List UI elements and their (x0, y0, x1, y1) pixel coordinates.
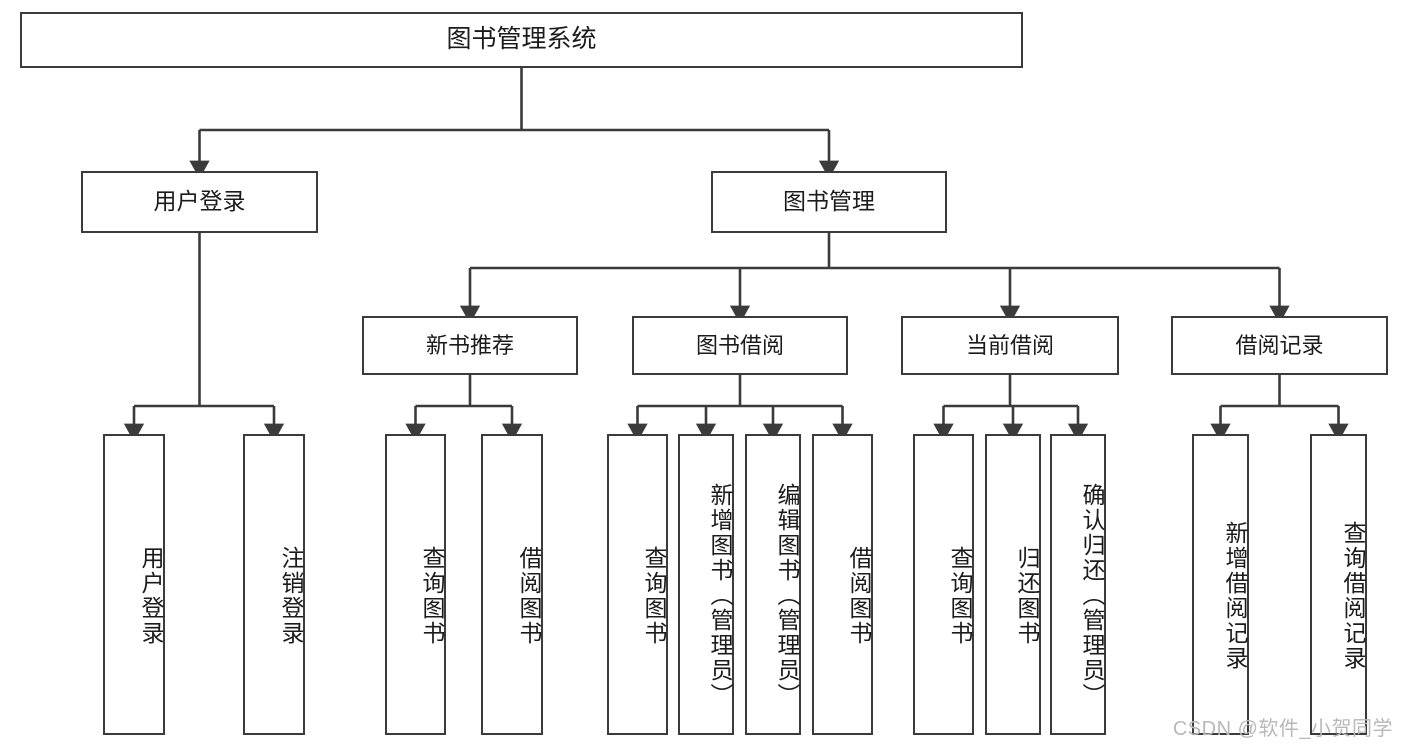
node-label: 归还图书 (1014, 545, 1040, 646)
node-label: 用户登录 (153, 188, 246, 215)
node-label: 确认归还（管理员） (1079, 483, 1105, 708)
node-leaf-add-record[interactable]: 新增借阅记录 (1192, 434, 1249, 735)
node-user-login[interactable]: 用户登录 (81, 171, 318, 233)
node-label: 借阅记录 (1235, 332, 1324, 358)
node-leaf-query-book-2[interactable]: 查询图书 (607, 434, 668, 735)
node-book-manage[interactable]: 图书管理 (711, 171, 947, 233)
node-root[interactable]: 图书管理系统 (20, 12, 1023, 68)
node-book-borrow[interactable]: 图书借阅 (632, 316, 848, 375)
node-leaf-logout[interactable]: 注销登录 (243, 434, 305, 735)
node-label: 当前借阅 (965, 332, 1054, 358)
node-leaf-confirm-return[interactable]: 确认归还（管理员） (1050, 434, 1106, 735)
node-label: 借阅图书 (516, 545, 542, 646)
node-leaf-return-book[interactable]: 归还图书 (985, 434, 1041, 735)
watermark: CSDN @软件_小贺同学 (1172, 718, 1393, 740)
node-label: 查询图书 (947, 545, 973, 646)
node-label: 查询图书 (641, 545, 667, 646)
node-label: 图书管理 (783, 188, 875, 215)
node-label: 编辑图书（管理员） (774, 483, 800, 708)
node-label: 图书管理系统 (446, 25, 597, 54)
node-label: 查询借阅记录 (1340, 520, 1366, 671)
node-label: 新书推荐 (425, 332, 514, 358)
node-leaf-query-record[interactable]: 查询借阅记录 (1310, 434, 1367, 735)
node-new-book-recommend[interactable]: 新书推荐 (362, 316, 578, 375)
node-borrow-record[interactable]: 借阅记录 (1171, 316, 1388, 375)
node-leaf-edit-book[interactable]: 编辑图书（管理员） (745, 434, 801, 735)
node-label: 新增借阅记录 (1222, 520, 1248, 671)
node-leaf-add-book[interactable]: 新增图书（管理员） (678, 434, 734, 735)
node-label: 查询图书 (419, 545, 445, 646)
node-leaf-borrow-book-1[interactable]: 借阅图书 (481, 434, 543, 735)
node-label: 图书借阅 (695, 332, 784, 358)
node-current-borrow[interactable]: 当前借阅 (901, 316, 1119, 375)
node-label: 借阅图书 (846, 545, 872, 646)
node-leaf-user-login[interactable]: 用户登录 (103, 434, 165, 735)
node-label: 新增图书（管理员） (707, 483, 733, 708)
node-leaf-query-book-3[interactable]: 查询图书 (913, 434, 974, 735)
node-leaf-query-book-1[interactable]: 查询图书 (385, 434, 446, 735)
node-label: 注销登录 (278, 545, 304, 646)
node-label: 用户登录 (138, 545, 164, 646)
node-leaf-borrow-book-2[interactable]: 借阅图书 (812, 434, 873, 735)
